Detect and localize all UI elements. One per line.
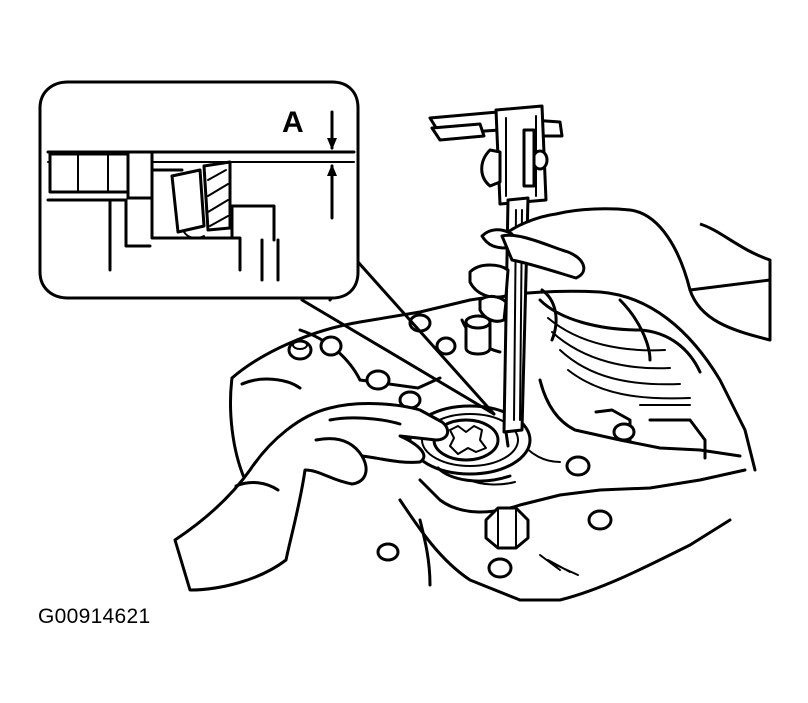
large-hex-bolt bbox=[484, 506, 530, 550]
left-hand bbox=[173, 377, 450, 592]
bolt-2 bbox=[319, 335, 343, 357]
bolt-4 bbox=[435, 336, 457, 356]
bolt-10 bbox=[487, 557, 513, 579]
bolt-1 bbox=[287, 339, 313, 361]
bolt-7 bbox=[565, 455, 591, 477]
callout-label-a: A bbox=[282, 106, 304, 139]
bolt-9 bbox=[376, 542, 400, 562]
housing-bolts bbox=[287, 313, 636, 579]
right-hand bbox=[468, 207, 772, 362]
detail-callout-box: A bbox=[38, 80, 360, 300]
bolt-11 bbox=[612, 422, 636, 442]
figure-id-label: G00914621 bbox=[38, 605, 151, 628]
upper-boss bbox=[464, 314, 492, 356]
vernier-caliper bbox=[428, 104, 564, 448]
bolt-8 bbox=[587, 509, 613, 531]
bolt-5 bbox=[365, 369, 391, 391]
